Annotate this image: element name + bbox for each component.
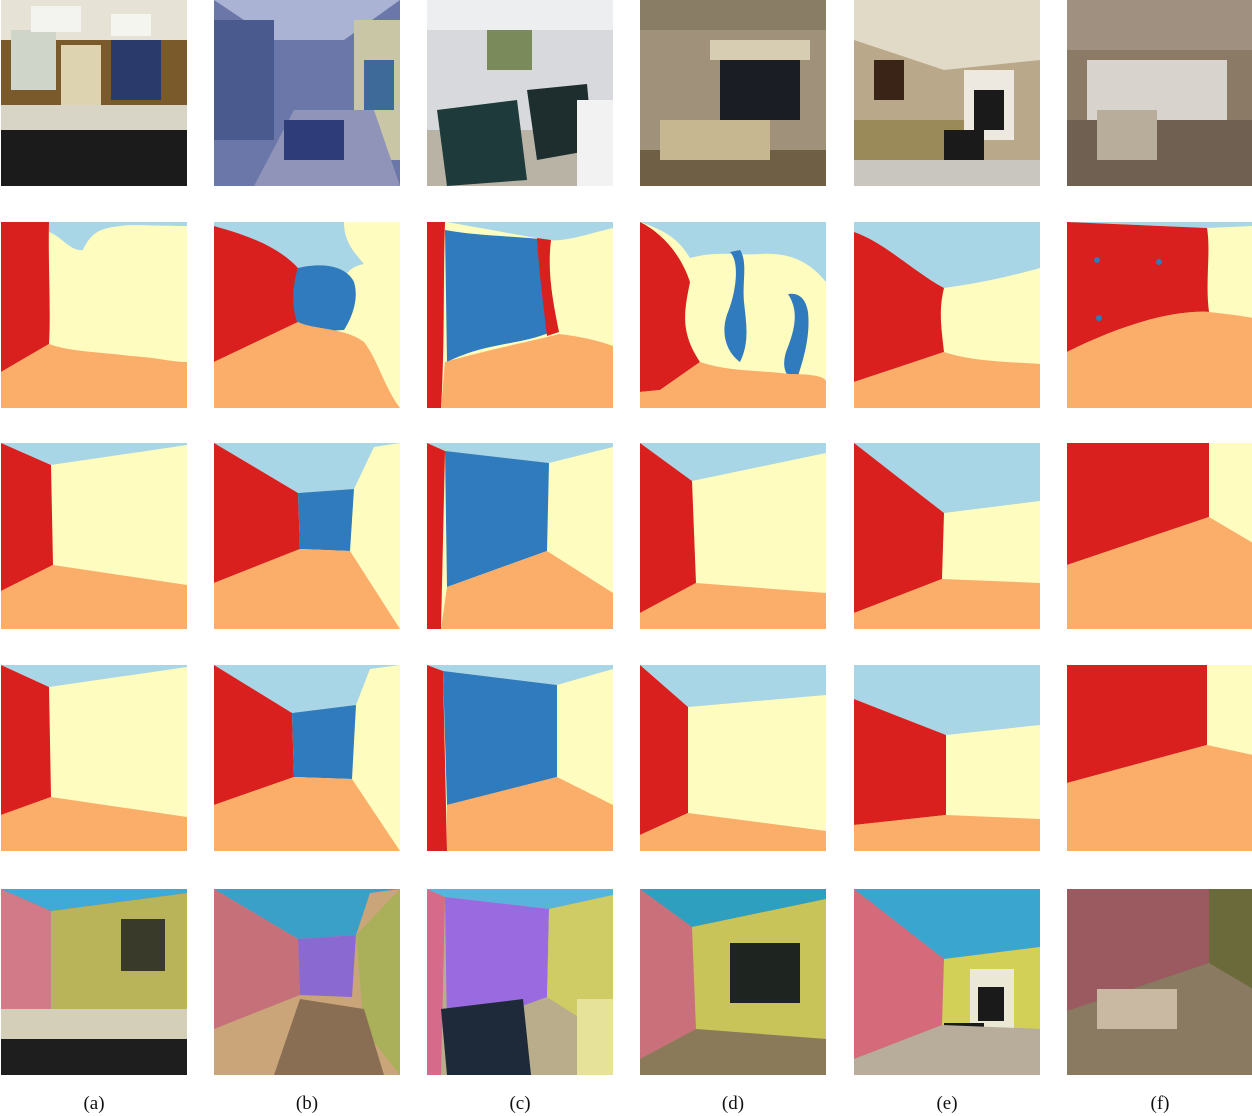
overlay-d [640,889,826,1075]
segmentation-coarse-b [214,222,400,408]
segmentation-refined-1-e [854,443,1040,629]
overlay-c [427,889,613,1075]
photo-f [1067,0,1252,186]
photo-a [1,0,187,186]
caption-d: (d) [721,1093,745,1114]
segmentation-refined-2-d [640,665,826,851]
segmentation-refined-2-c [427,665,613,851]
segmentation-refined-1-b [214,443,400,629]
caption-f: (f) [1150,1093,1170,1114]
segmentation-refined-1-d [640,443,826,629]
photo-d [640,0,826,186]
segmentation-refined-2-f [1067,665,1252,851]
segmentation-coarse-e [854,222,1040,408]
overlay-f [1067,889,1252,1075]
photo-e [854,0,1040,186]
segmentation-coarse-d [640,222,826,408]
caption-b: (b) [295,1093,319,1114]
overlay-a [1,889,187,1075]
segmentation-refined-2-e [854,665,1040,851]
segmentation-refined-1-c [427,443,613,629]
photo-b [214,0,400,186]
overlay-e [854,889,1040,1075]
photo-c [427,0,613,186]
segmentation-refined-2-a [1,665,187,851]
segmentation-coarse-f [1067,222,1252,408]
segmentation-refined-2-b [214,665,400,851]
caption-c: (c) [509,1093,531,1114]
segmentation-coarse-c [427,222,613,408]
segmentation-refined-1-f [1067,443,1252,629]
segmentation-refined-1-a [1,443,187,629]
overlay-b [214,889,400,1075]
caption-a: (a) [83,1093,105,1114]
caption-e: (e) [936,1093,958,1114]
segmentation-coarse-a [1,222,187,408]
